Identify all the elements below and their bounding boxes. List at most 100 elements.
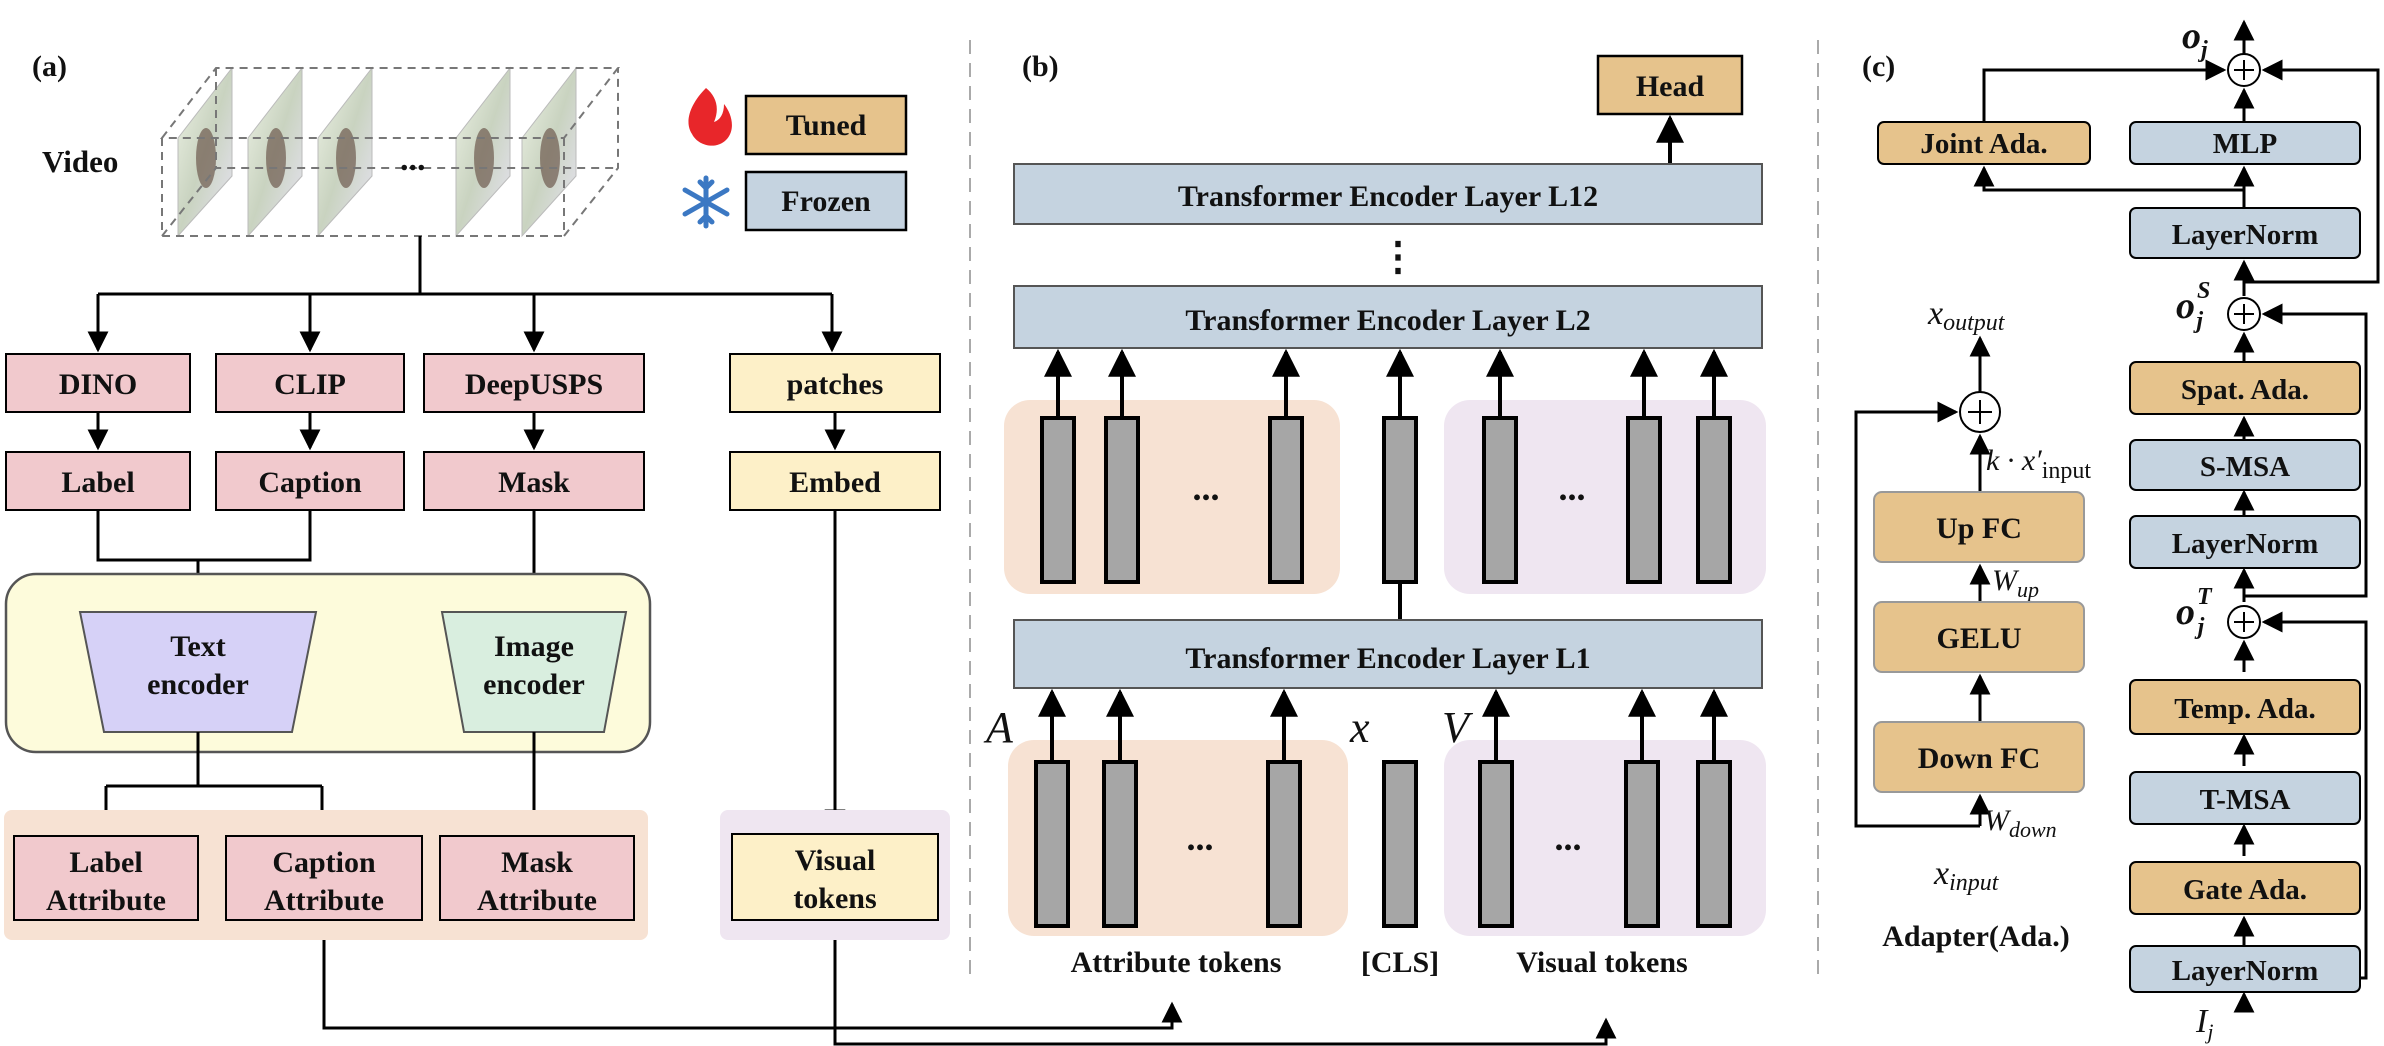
upper-visual-group	[1444, 400, 1766, 594]
token-routing	[322, 940, 1617, 1046]
caption-attribute-box	[225, 835, 423, 921]
visual-tokens-line2: tokens	[793, 882, 876, 915]
token-bar	[1482, 416, 1518, 584]
residual-links	[2233, 59, 2380, 1013]
legend-frozen-label: Frozen	[781, 185, 871, 218]
plus-icon	[1968, 400, 1992, 424]
layer-l12	[1013, 163, 1763, 225]
i-j-label: Ij	[2195, 1003, 2213, 1044]
adapter-detail: xoutput k · x′input Up FC Wup GELU Down …	[1854, 295, 2091, 953]
up-fc-label: Up FC	[1936, 512, 2022, 545]
snowflake-icon	[682, 175, 730, 229]
output-row: Label Caption Mask Embed	[5, 451, 941, 511]
attribute-tokens-label: Attribute tokens	[1071, 946, 1282, 979]
token-bar	[1696, 760, 1732, 928]
layernorm-2-box	[2129, 515, 2361, 569]
spat-ada-label: Spat. Ada.	[2181, 374, 2309, 406]
layernorm-1-box	[2129, 945, 2361, 993]
o-j-s-sup: S	[2197, 278, 2210, 304]
layer-l1-label: Transformer Encoder Layer L1	[1185, 642, 1590, 675]
layernorm-3-box	[2129, 207, 2361, 259]
head-box	[1596, 54, 1744, 116]
extractor-row: DINO CLIP DeepUSPS patches	[5, 353, 941, 413]
temp-ada-box	[2129, 679, 2361, 735]
label-output: Label	[61, 466, 134, 499]
s-msa-label: S-MSA	[2200, 451, 2290, 483]
joint-mlp-links	[1973, 59, 2255, 208]
dino-label: DINO	[59, 368, 137, 401]
label-attribute-line2: Attribute	[46, 884, 166, 917]
token-bar	[1478, 760, 1514, 928]
video-frame	[247, 66, 303, 238]
head-label: Head	[1636, 70, 1705, 103]
cls-label: [CLS]	[1361, 946, 1439, 979]
o-j-s-main: o	[2176, 285, 2195, 327]
video-frame	[521, 66, 577, 238]
k-expr: k · x′input	[1986, 444, 2091, 484]
extractor-arrows	[87, 412, 846, 451]
s-msa-box	[2129, 439, 2361, 491]
video-ellipsis: ...	[400, 141, 426, 178]
joint-ada-label: Joint Ada.	[1920, 128, 2047, 160]
adapter-skip	[1854, 401, 1980, 828]
token-bar	[1040, 416, 1076, 584]
token-bar	[1696, 416, 1732, 584]
label-attribute-line1: Label	[69, 846, 142, 879]
image-encoder	[440, 611, 628, 733]
temp-ada-label: Temp. Ada.	[2174, 693, 2316, 725]
panel-b-tag: (b)	[1022, 50, 1059, 83]
o-j-s-sub: j	[2192, 308, 2203, 334]
dino-box	[5, 353, 191, 413]
plus-icon	[2234, 612, 2254, 632]
i-j-main: I	[2195, 1003, 2209, 1040]
legend-frozen-box	[744, 170, 908, 232]
token-bar	[1266, 760, 1302, 928]
cls-token-bar	[1382, 760, 1418, 928]
k-expr-main: k · x′	[1986, 444, 2042, 477]
w-up: Wup	[1992, 564, 2039, 602]
video-cuboid: ...	[159, 66, 621, 239]
t-msa-label: T-MSA	[2200, 784, 2291, 816]
o-j-label: oj	[2182, 15, 2208, 63]
video-frame	[177, 66, 233, 238]
gate-ada-label: Gate Ada.	[2183, 874, 2307, 906]
video-fanout	[87, 236, 843, 353]
panel-a: (a) Video	[4, 50, 1617, 1046]
token-bar	[1268, 416, 1304, 584]
down-fc-box	[1873, 721, 2085, 793]
panel-a-tag: (a)	[32, 50, 67, 83]
w-down: Wdown	[1984, 804, 2057, 842]
x-output-sub: output	[1943, 310, 2006, 336]
video-frame	[317, 66, 373, 238]
mask-attribute-box	[439, 835, 635, 921]
o-j-t-main: o	[2176, 591, 2195, 633]
panel-c: (c) xoutput k · x′input Up FC Wup GELU D…	[1854, 15, 2380, 1044]
visual-tokens-label: Visual tokens	[1516, 946, 1687, 979]
embed-output: Embed	[789, 466, 881, 499]
plus-icon	[2234, 60, 2254, 80]
upper-token-arrows	[1044, 348, 1728, 620]
i-j-sub: j	[2204, 1019, 2213, 1044]
var-x: x	[1349, 703, 1370, 752]
layer-l2	[1013, 285, 1763, 349]
video-label: Video	[42, 144, 118, 179]
clip-box	[215, 353, 405, 413]
caption-attribute-line1: Caption	[272, 846, 376, 879]
token-bar	[1624, 760, 1660, 928]
var-a: A	[983, 703, 1014, 752]
clip-label: CLIP	[274, 368, 346, 401]
lower-attr-ellipsis: ...	[1187, 818, 1214, 858]
legend-tuned-label: Tuned	[786, 109, 867, 142]
legend: Tuned Frozen	[682, 88, 908, 232]
w-up-sub: up	[2017, 577, 2039, 602]
lower-token-bars	[1034, 760, 1732, 928]
gate-ada-box	[2129, 861, 2361, 915]
caption-output: Caption	[258, 466, 362, 499]
layer-l2-label: Transformer Encoder Layer L2	[1185, 304, 1590, 337]
video-frame	[455, 66, 511, 238]
video-frames	[177, 66, 577, 238]
lower-vis-ellipsis: ...	[1555, 818, 1582, 858]
patches-box	[729, 353, 941, 413]
mlp-label: MLP	[2213, 128, 2277, 160]
